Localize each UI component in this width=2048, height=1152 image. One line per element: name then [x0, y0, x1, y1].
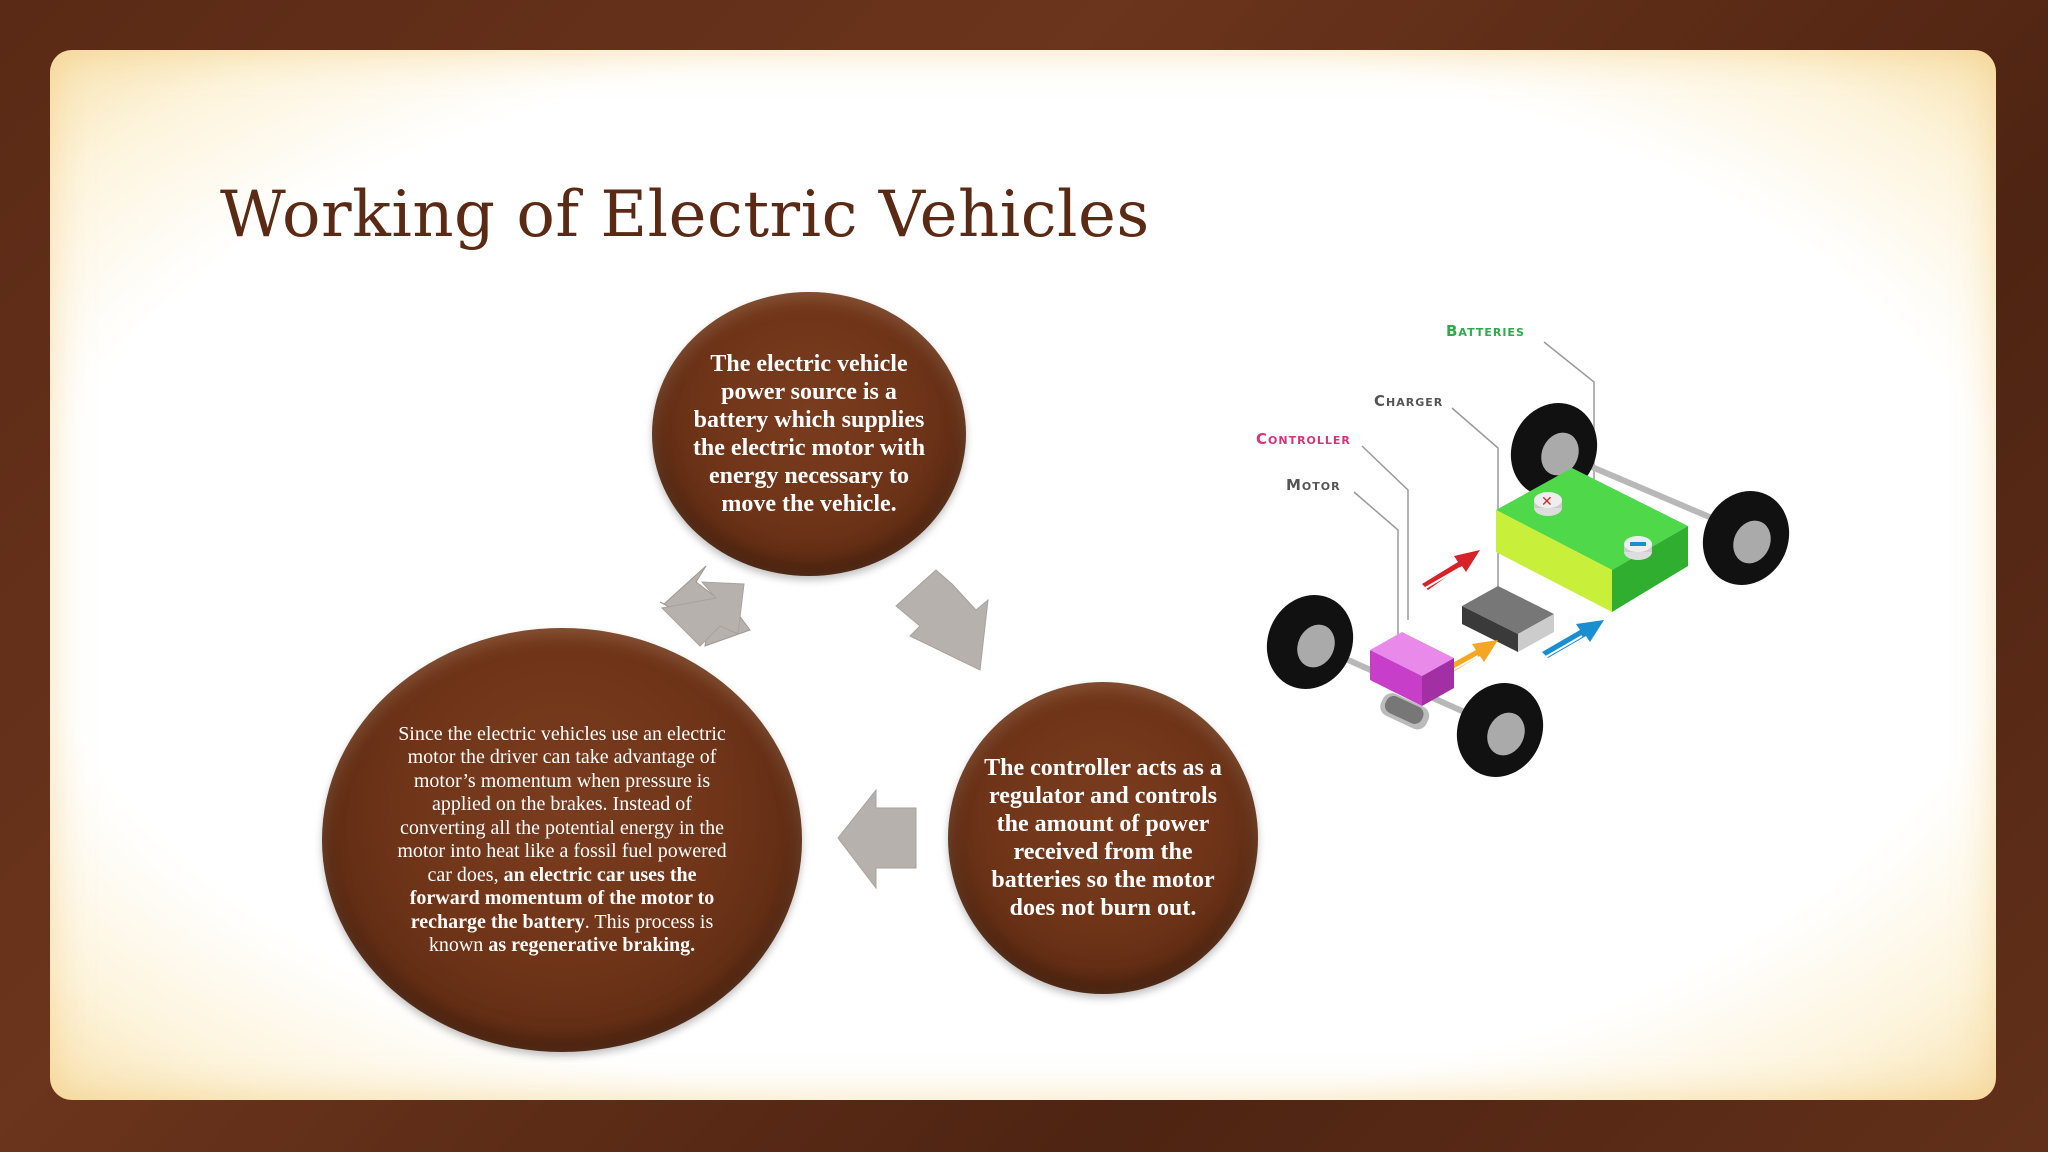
ev-component-illustration: Batteries Charger Controller Motor ✕	[1252, 320, 1792, 790]
label-motor: Motor	[1286, 476, 1341, 494]
label-batteries: Batteries	[1446, 322, 1525, 340]
cycle-node-battery-text: The electric vehicle power source is a b…	[692, 351, 926, 517]
charger-unit	[1462, 586, 1554, 652]
controller-leader-line	[1361, 445, 1409, 620]
svg-text:✕: ✕	[1541, 494, 1553, 510]
regen-text-bold2: as regenerative braking.	[488, 934, 696, 956]
cycle-node-controller-text: The controller acts as a regulator and c…	[984, 755, 1222, 921]
label-controller: Controller	[1256, 430, 1351, 448]
slide-title: Working of Electric Vehicles	[220, 178, 1150, 252]
flow-arrow-charger	[1539, 620, 1604, 659]
cycle-node-controller: The controller acts as a regulator and c…	[948, 682, 1258, 994]
wheel-front-left	[1266, 595, 1354, 689]
flow-arrow-controller	[1417, 550, 1480, 591]
battery-pack: ✕	[1496, 468, 1688, 612]
motor-leader-line	[1353, 491, 1399, 660]
motor-unit	[1370, 632, 1454, 730]
regen-text-bold1: an electric car uses the forward momentu…	[409, 863, 715, 933]
cycle-node-regenerative-braking: Since the electric vehicles use an elect…	[322, 628, 802, 1052]
label-charger: Charger	[1374, 392, 1443, 410]
cycle-node-battery: The electric vehicle power source is a b…	[652, 292, 966, 576]
regen-text-part2: . This process is known	[428, 910, 714, 957]
regen-text-part1: Since the electric vehicles use an elect…	[397, 722, 727, 886]
cycle-node-regen-text: Since the electric vehicles use an elect…	[392, 723, 732, 958]
wheel-front-right	[1456, 683, 1544, 777]
wheel-rear-right	[1702, 491, 1790, 585]
